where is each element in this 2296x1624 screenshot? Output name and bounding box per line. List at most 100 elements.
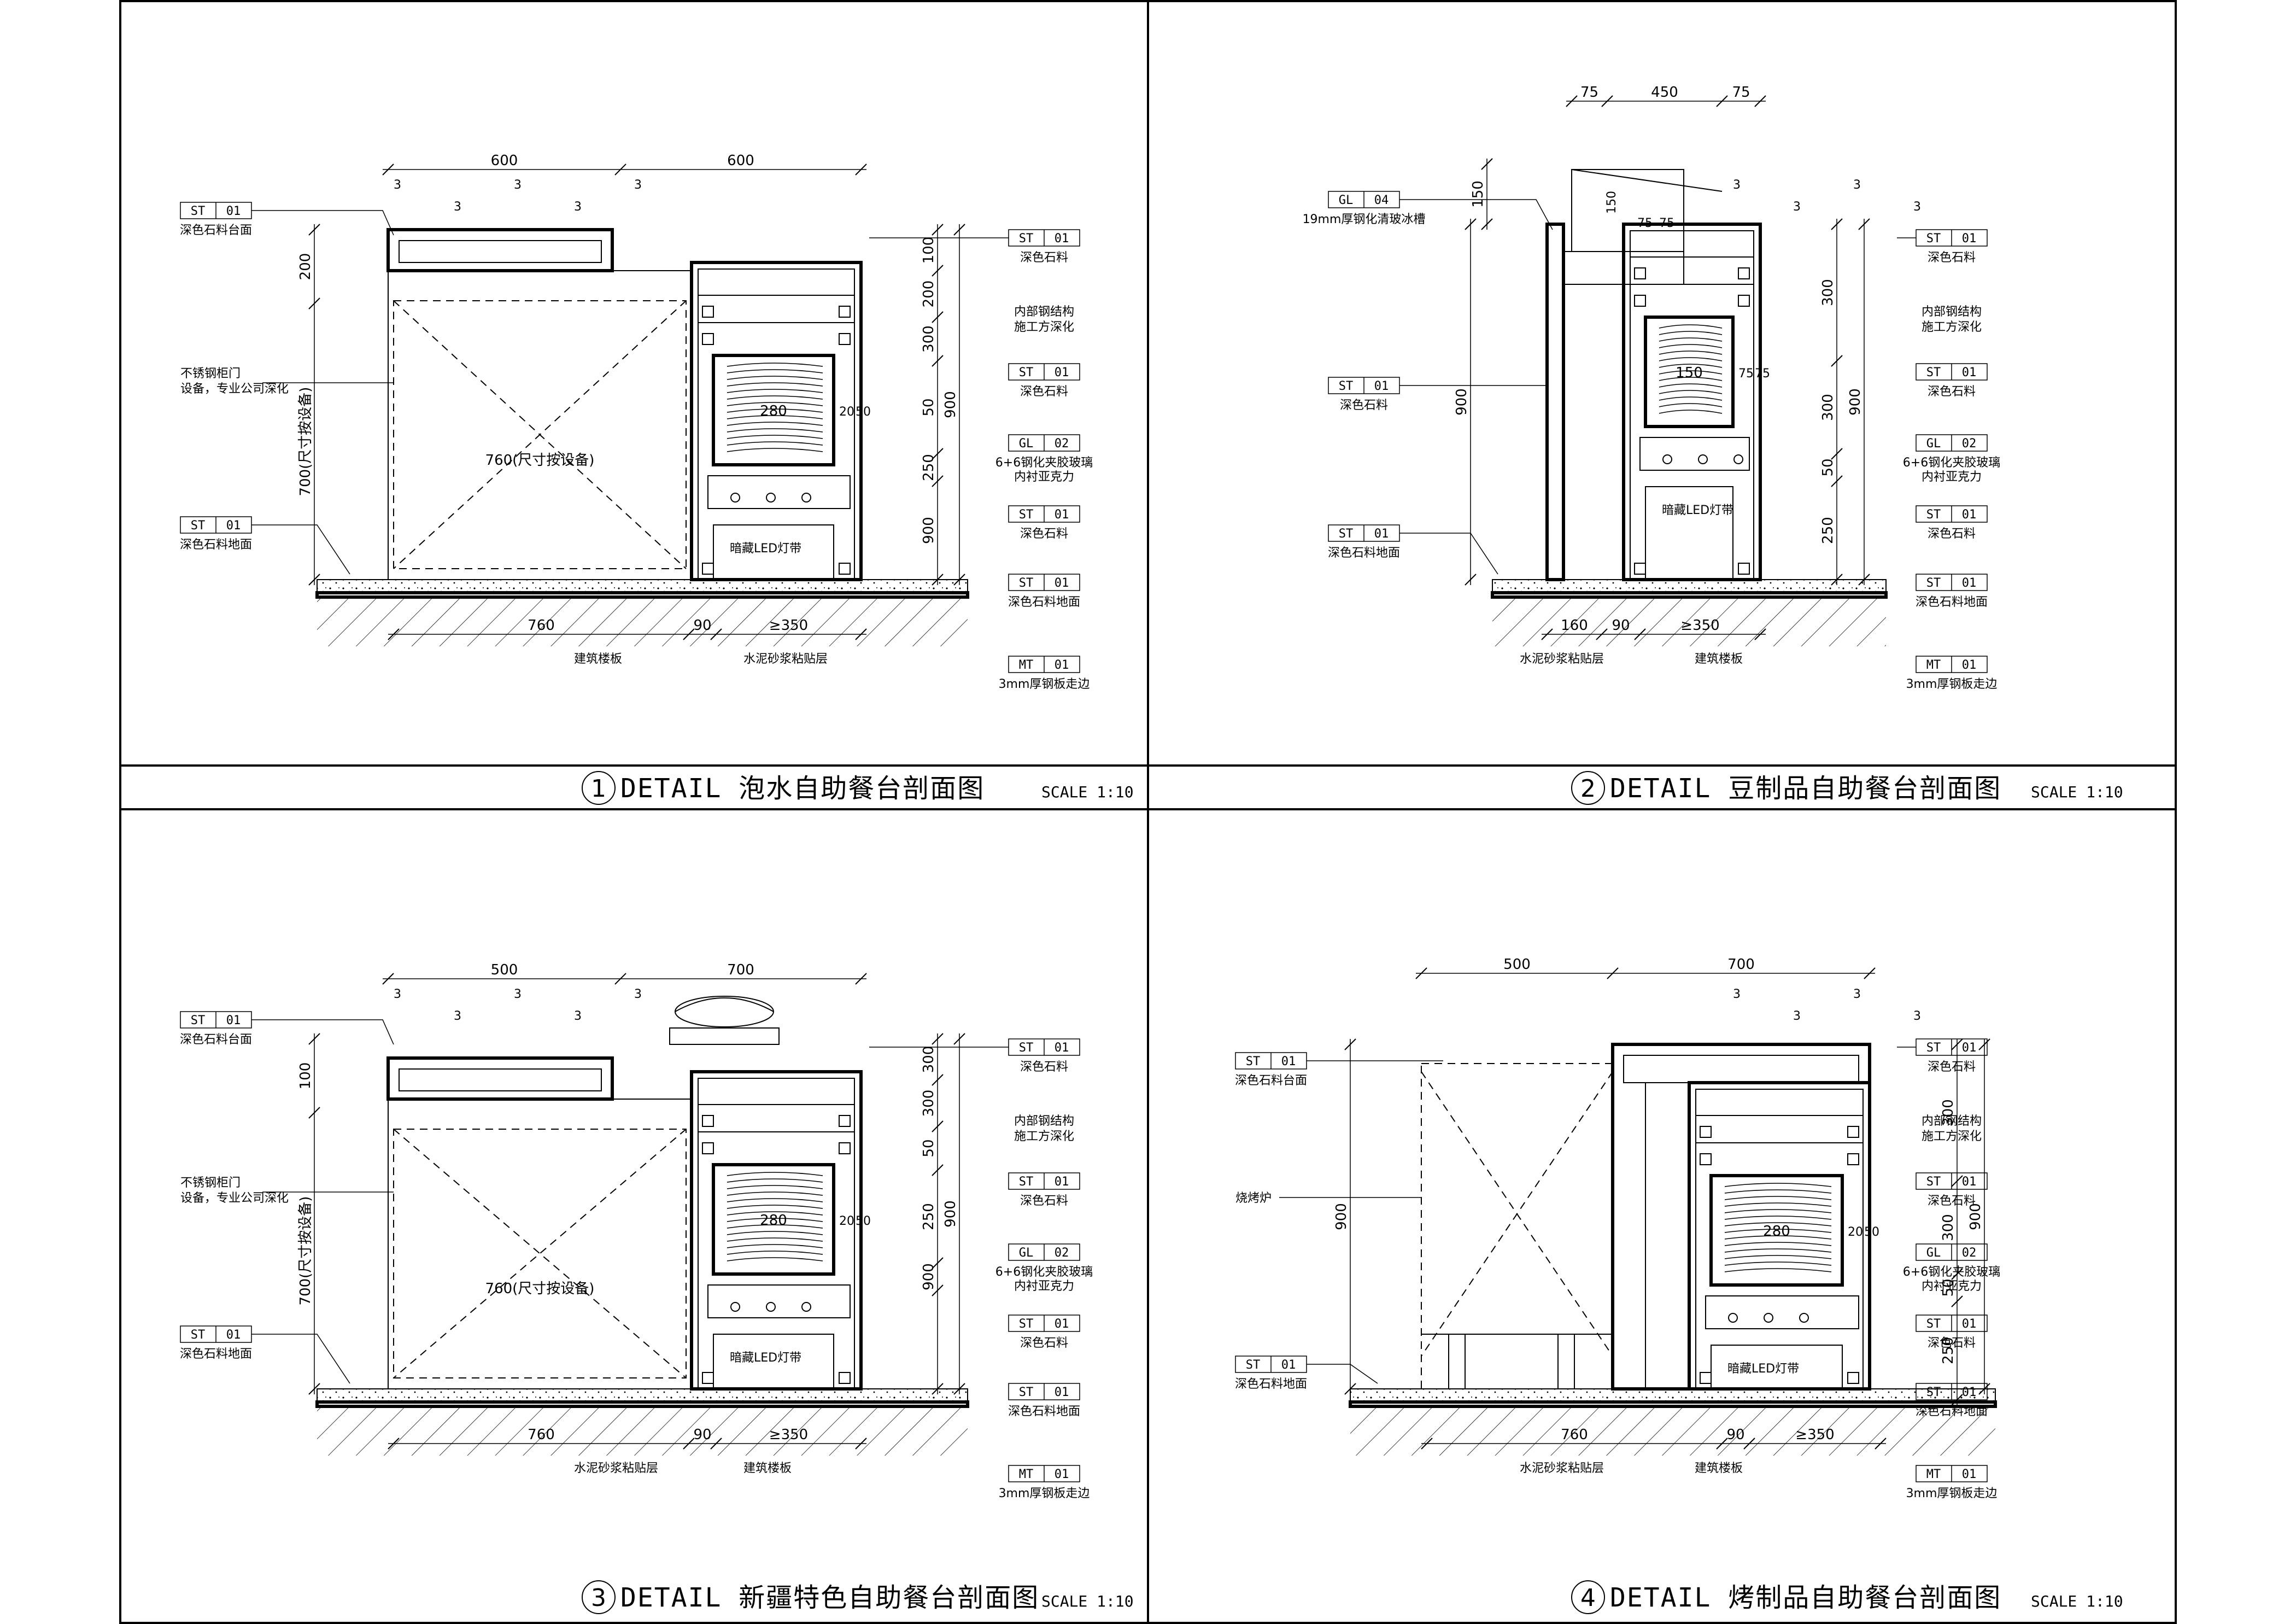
material-number: 02 (1055, 1246, 1069, 1260)
plate-stack-line (727, 408, 823, 413)
dim-value: 900 (921, 1263, 937, 1290)
steel-post (702, 1115, 714, 1127)
cabinet-shell (690, 1070, 863, 1391)
dim-value: ≥350 (769, 617, 808, 634)
dim-value: 280 (760, 403, 787, 419)
dim-tick (1831, 475, 1843, 487)
plate-stack-line (1659, 403, 1723, 407)
dim-tick (710, 628, 722, 640)
detail-number: 1 (591, 775, 606, 803)
cabinet-shell (690, 261, 863, 581)
tick-value: 3 (574, 1009, 582, 1023)
material-number: 02 (1962, 1246, 1977, 1260)
plate-stack-line (727, 1205, 823, 1209)
plate-stack-line (1659, 390, 1723, 394)
material-code: ST (1926, 576, 1941, 590)
material-code: ST (1019, 1175, 1034, 1189)
dim-tick (1978, 1038, 1990, 1050)
dim-value: 900 (1967, 1203, 1984, 1230)
dim-tick (1831, 218, 1843, 230)
plate-stack-line (1659, 377, 1723, 381)
plate-stack-line (727, 1251, 823, 1255)
dim-tick (932, 1074, 944, 1086)
dim-tick (932, 1120, 944, 1132)
tick-value: 3 (1793, 200, 1801, 214)
plate-stack-line (727, 395, 823, 400)
steel-post (702, 333, 714, 345)
material-description: 3mm厚钢板走边 (1906, 1487, 1998, 1500)
dim-value: 760 (528, 1427, 555, 1443)
tick-value: 3 (454, 200, 461, 214)
bottom-note: 水泥砂浆粘贴层 (1520, 1462, 1604, 1475)
dim-value: 300 (921, 1046, 937, 1073)
dim-value: 200 (297, 253, 314, 281)
dim-tick (1481, 158, 1493, 170)
equipment-bay (388, 270, 692, 580)
material-description: 19mm厚钢化清玻冰槽 (1303, 213, 1426, 226)
detail-number-circle (582, 771, 616, 805)
equipment-cross (393, 1129, 687, 1378)
dim-tick (1601, 95, 1613, 107)
plate-stack-line (1659, 324, 1723, 329)
material-number: 01 (1055, 1041, 1069, 1055)
material-code: ST (1926, 1317, 1941, 1331)
structural-slab (317, 1406, 968, 1456)
note-detail: 施工方深化 (1922, 1130, 1982, 1143)
steel-post (1700, 1153, 1712, 1165)
glass-display-box (712, 1163, 835, 1276)
dim-tick (308, 224, 320, 236)
note-detail: 内衬亚克力 (1922, 470, 1982, 484)
material-code: ST (1019, 1041, 1034, 1055)
material-code: ST (1019, 1386, 1034, 1399)
dim-tick (1831, 355, 1843, 367)
tick-value: 3 (574, 200, 582, 214)
dim-tick (932, 311, 944, 323)
counter-body (1563, 284, 1624, 580)
upper-counter (386, 1056, 614, 1101)
material-code: ST (1926, 1175, 1941, 1189)
material-number: 01 (1281, 1055, 1296, 1068)
dim-tick (855, 1438, 867, 1450)
material-number: 01 (1055, 1386, 1069, 1399)
material-description: 深色石料地面 (180, 538, 252, 552)
dim-tick (932, 265, 944, 277)
equipment-bay (388, 1099, 692, 1389)
steel-post (839, 1372, 851, 1384)
tray (1705, 1295, 1859, 1329)
dim-value: 600 (727, 153, 754, 169)
plate-stack-line (727, 435, 823, 439)
tick-value: 3 (1793, 1009, 1801, 1023)
plate-stack-line (1724, 1268, 1832, 1272)
plate-stack-line (727, 1231, 823, 1235)
material-description: 深色石料地面 (1328, 546, 1400, 560)
material-description: 深色石料地面 (1916, 1405, 1988, 1418)
tick-value: 3 (1733, 988, 1741, 1001)
plate-stack-line (727, 369, 823, 373)
plate-stack-line (1724, 1235, 1832, 1240)
material-number: 01 (1374, 527, 1389, 541)
left-stone-wall (1545, 223, 1565, 581)
dim-value: 150 (1605, 191, 1619, 214)
note-detail: 施工方深化 (1922, 320, 1982, 334)
dim-tick (1743, 1438, 1755, 1450)
material-code: ST (1246, 1358, 1261, 1372)
material-description: 6+6钢化夹胶玻璃 (995, 1265, 1093, 1279)
dim-value: 75 (1580, 84, 1598, 101)
plate-stack-line (727, 1257, 823, 1261)
plate-stack-line (727, 1244, 823, 1248)
dim-tick (388, 628, 400, 640)
steel-post (1847, 1126, 1859, 1138)
plate-stack-line (727, 389, 823, 393)
dim-tick (1951, 1175, 1963, 1187)
left-dimension-top: 150 (1470, 158, 1493, 230)
plate-stack-line (1724, 1255, 1832, 1259)
